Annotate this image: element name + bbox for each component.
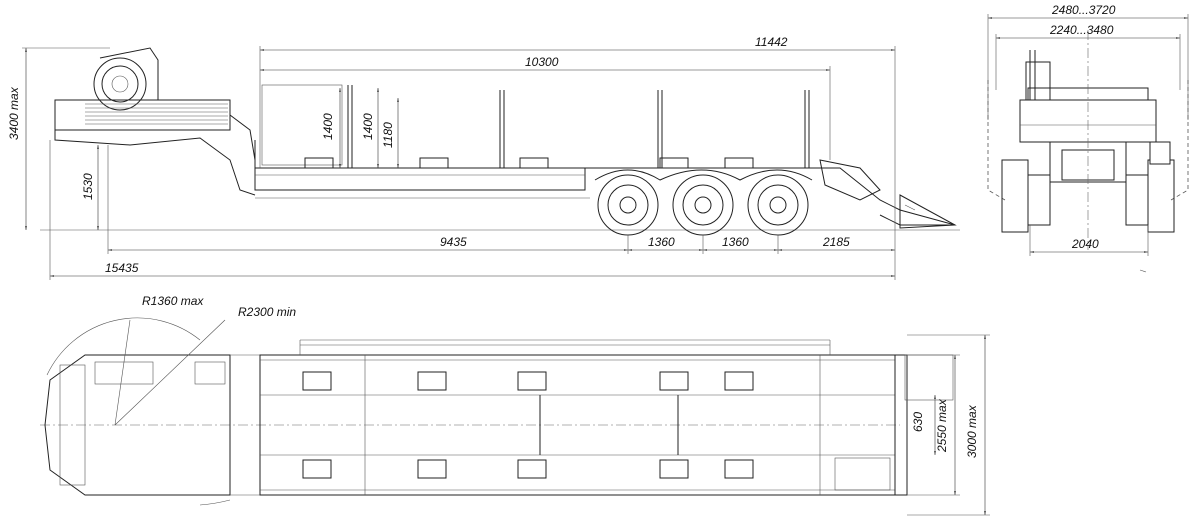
axle-spacing-1-label: 1360 — [648, 235, 675, 249]
gooseneck-height-label: 1530 — [81, 173, 95, 200]
rear-overhang-label: 2185 — [822, 235, 850, 249]
kingpin-axle-label: 9435 — [440, 235, 467, 249]
axle-wheel-2 — [672, 174, 734, 236]
deck-pads — [304, 157, 754, 169]
stakes — [347, 85, 810, 168]
rear-view: 2480...3720 2240...3480 2040 — [987, 3, 1189, 273]
rear-width-outer-label: 2480...3720 — [1051, 3, 1116, 17]
deck-length-label: 10300 — [525, 55, 559, 69]
rear-width-inner-label: 2240...3480 — [1049, 23, 1114, 37]
top-view: R1360 max R2300 min 630 2550 max 3000 ma… — [40, 294, 990, 516]
total-width-label: 3000 max — [965, 404, 979, 458]
axle-wheel-1 — [597, 174, 659, 236]
gooseneck — [54, 99, 256, 196]
axle-spacing-2-label: 1360 — [722, 235, 749, 249]
side-height-label: 1180 — [381, 122, 395, 148]
overall-length-label: 15435 — [105, 261, 139, 275]
stake-height-2-label: 1400 — [361, 113, 375, 140]
spare-wheel — [93, 47, 159, 111]
deck-frame — [254, 84, 956, 226]
side-dimensions — [22, 46, 896, 280]
ramp-gap-label: 630 — [911, 412, 925, 432]
platform-length-label: 11442 — [755, 35, 788, 49]
track-width-label: 2040 — [1071, 237, 1099, 251]
turning-radius-label: R2300 min — [238, 305, 296, 319]
front-radius-label: R1360 max — [142, 294, 204, 308]
axle-wheel-3 — [747, 174, 809, 236]
height-max-label: 3400 max — [7, 86, 21, 140]
side-view: 11442 10300 9435 1360 1360 2185 15435 34… — [7, 35, 960, 280]
stake-height-1-label: 1400 — [321, 113, 335, 140]
platform-width-label: 2550 max — [935, 398, 949, 453]
loading-ramp — [819, 159, 957, 229]
